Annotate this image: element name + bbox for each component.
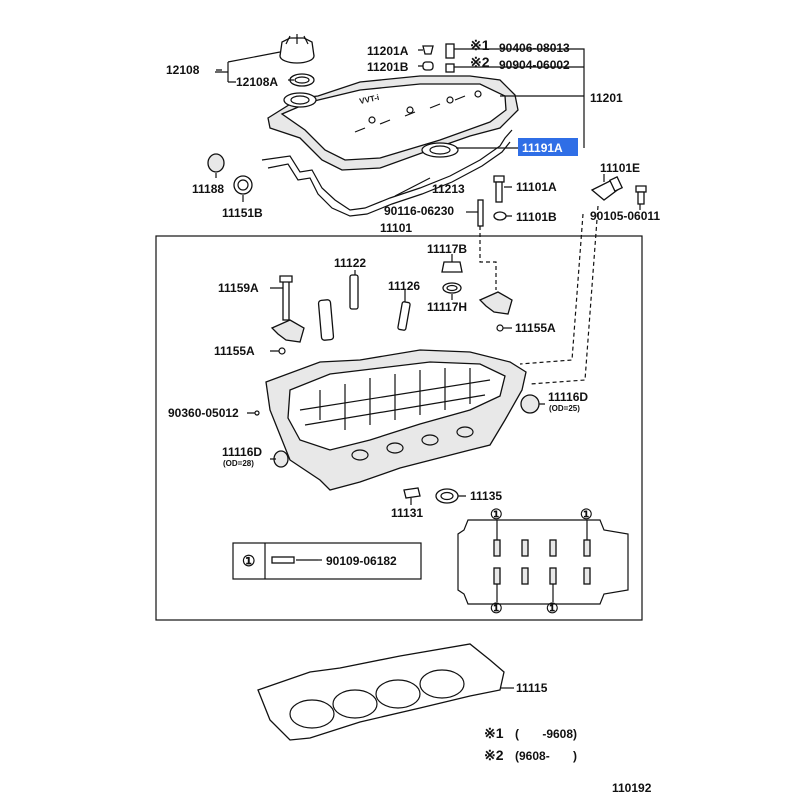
plug-parts <box>207 153 253 195</box>
label-11201B: 11201B <box>367 60 409 74</box>
label-11101A: 11101A <box>516 180 557 194</box>
label-11101E: 11101E <box>600 161 640 175</box>
head-bolt-pattern <box>457 519 629 605</box>
oil-filler-cap <box>279 34 315 64</box>
valve-guide-parts <box>279 274 411 341</box>
note1-mark: ※1 <box>470 37 490 53</box>
bearing-cap-left <box>270 319 305 343</box>
label-11155A-left: 11155A <box>214 344 255 358</box>
label-90406-08013: 90406-08013 <box>499 41 570 55</box>
plug-left <box>273 450 289 468</box>
head-gasket <box>257 643 505 741</box>
filler-cap-gasket <box>289 73 315 87</box>
bolt-marker-1c: ① <box>490 600 503 616</box>
cylinder-head-assembly-box <box>155 235 643 621</box>
valve-lash-parts <box>441 261 463 294</box>
label-11188: 11188 <box>192 182 224 196</box>
label-11122: 11122 <box>334 256 366 270</box>
label-11126: 11126 <box>388 279 420 293</box>
cover-bolt-parts <box>422 43 455 73</box>
label-12108: 12108 <box>166 63 200 77</box>
label-11117B: 11117B <box>427 242 467 256</box>
label-11159A: 11159A <box>218 281 259 295</box>
label-11101: 11101 <box>380 221 412 235</box>
figure-number: 110192 <box>612 781 652 795</box>
label-12108A: 12108A <box>236 75 278 89</box>
legend1-mark: ※1 <box>484 725 504 741</box>
note2-mark: ※2 <box>470 54 490 70</box>
cover-logo-text: VVT-i <box>359 93 380 106</box>
label-90904-06002: 90904-06002 <box>499 58 570 72</box>
cylinder-head <box>265 349 527 491</box>
label-11151B: 11151B <box>222 206 263 220</box>
label-11135: 11135 <box>470 489 502 503</box>
label-90116-06230: 90116-06230 <box>384 204 454 218</box>
highlight-11191A[interactable] <box>518 138 578 156</box>
cylinder-head-part-11131 <box>403 487 421 499</box>
label-90360-05012: 90360-05012 <box>168 406 239 420</box>
inset-circle-1: ① <box>242 553 255 570</box>
cylinder-head-part-11135 <box>435 488 459 504</box>
label-11201: 11201 <box>590 91 623 105</box>
bolt-marker-1a: ① <box>490 506 503 522</box>
label-od25: (OD=25) <box>549 404 580 413</box>
label-od28: (OD=28) <box>223 459 254 468</box>
bearing-cap-right <box>478 291 513 315</box>
label-90105-06011: 90105-06011 <box>590 209 660 223</box>
cam-sensor <box>590 176 647 205</box>
label-90109-06182: 90109-06182 <box>326 554 397 568</box>
legend1-text: ( -9608) <box>515 727 577 741</box>
cover-gasket <box>261 129 513 217</box>
label-11101B: 11101B <box>516 210 557 224</box>
label-11116D-left: 11116D <box>222 445 262 459</box>
label-11116D-right: 11116D <box>548 390 588 404</box>
bolt-marker-1d: ① <box>546 600 559 616</box>
label-11213: 11213 <box>432 182 465 196</box>
label-11155A-right: 11155A <box>515 321 556 335</box>
label-11117H: 11117H <box>427 300 467 314</box>
legend2-text: (9608- ) <box>515 749 577 763</box>
plug-right <box>520 394 540 414</box>
stud-bolt <box>477 199 484 227</box>
label-11191A: 11191A <box>522 141 563 155</box>
bolt-inset-box <box>232 542 422 580</box>
valve-cover: VVT-i <box>267 75 519 171</box>
legend2-mark: ※2 <box>484 747 504 763</box>
bolt-marker-1b: ① <box>580 506 593 522</box>
label-11131: 11131 <box>391 506 423 520</box>
label-11201A: 11201A <box>367 44 409 58</box>
label-11115: 11115 <box>516 681 548 695</box>
cover-bolt <box>493 175 507 221</box>
